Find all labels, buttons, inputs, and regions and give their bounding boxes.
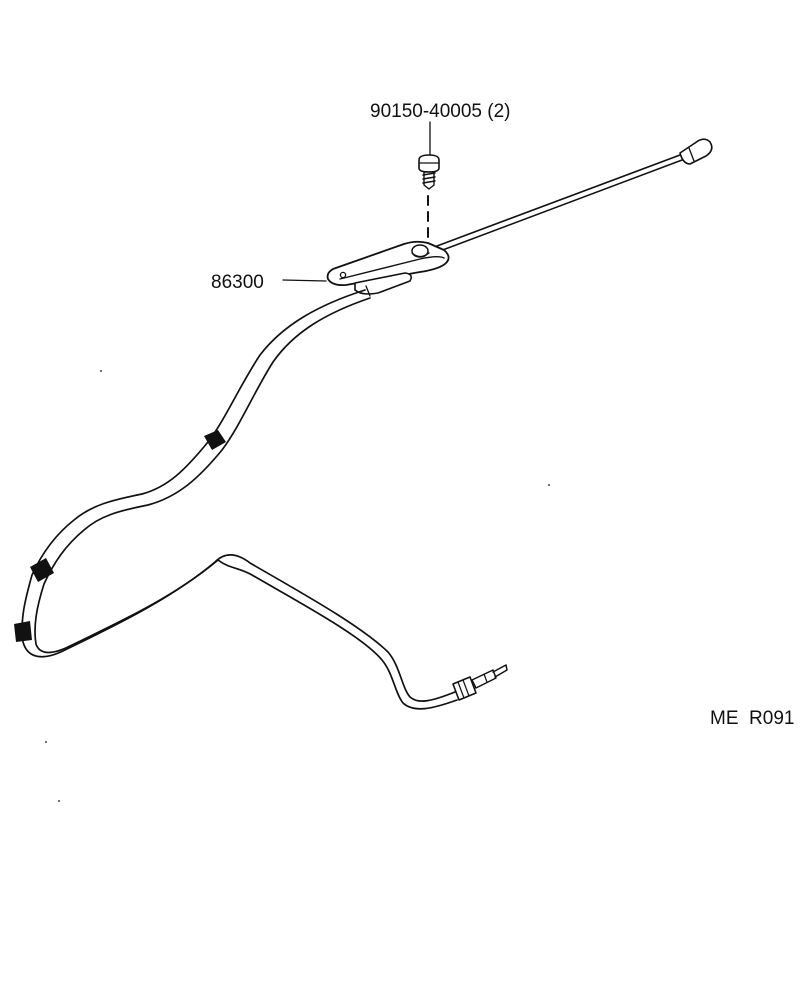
- cable-clip-lower: [14, 621, 32, 642]
- antenna-part-number: 86300: [211, 272, 264, 293]
- antenna-cable: [21, 289, 458, 710]
- diagram-code: ME R091: [710, 708, 794, 729]
- antenna-rod: [436, 151, 691, 252]
- plug-connector-icon: [452, 664, 508, 701]
- antenna-tip-icon: [679, 138, 713, 165]
- screw-part-number: 90150-40005 (2): [370, 101, 511, 122]
- cable-clip-upper: [204, 430, 226, 450]
- antenna-base-icon: [326, 240, 450, 297]
- antenna-leader-line: [282, 279, 327, 282]
- cable-clip-middle: [30, 558, 54, 582]
- scan-specks: [45, 370, 550, 802]
- screw-icon: [418, 154, 440, 190]
